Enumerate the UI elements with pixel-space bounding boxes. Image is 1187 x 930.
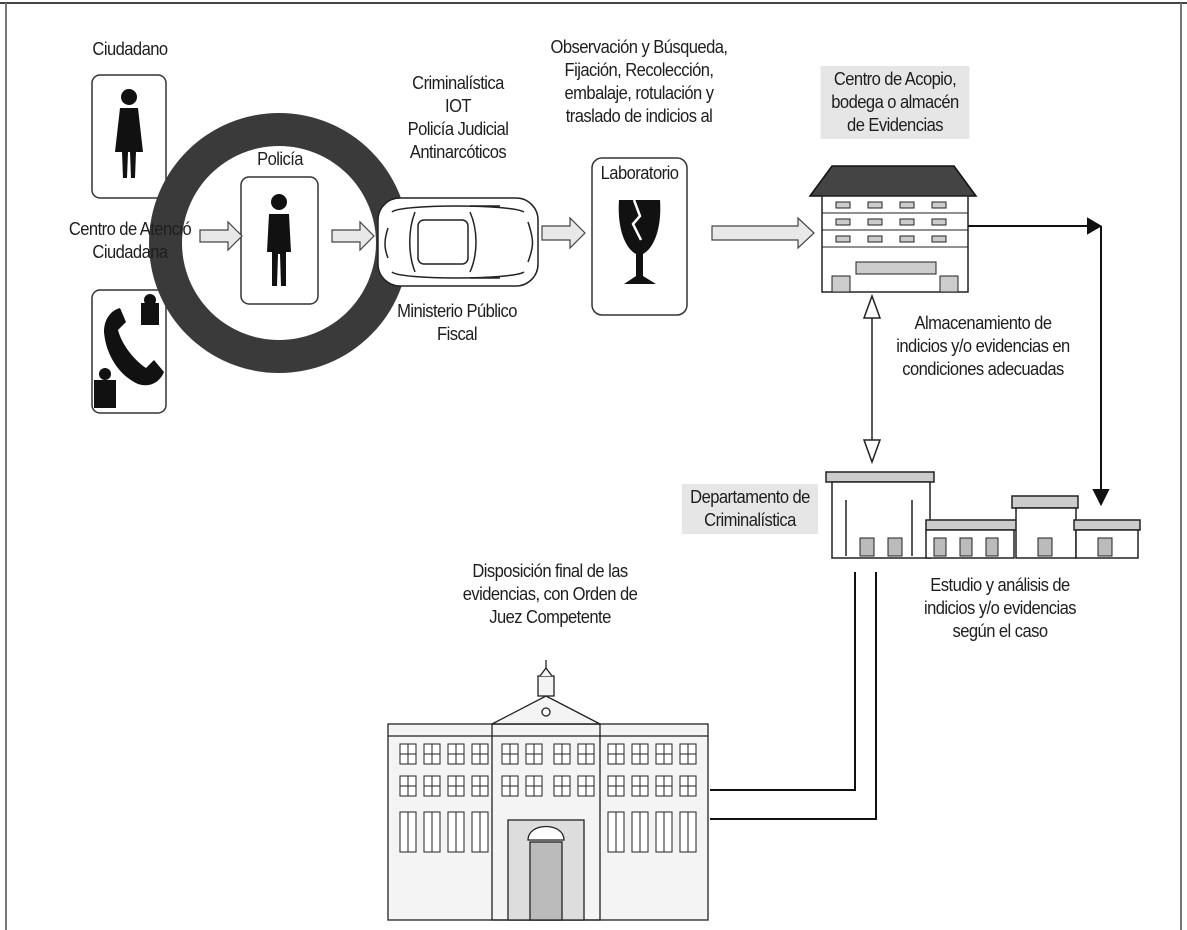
warehouse-building-icon bbox=[808, 165, 978, 293]
label-ciudadano: Ciudadano bbox=[92, 39, 168, 59]
police-officer-icon bbox=[149, 113, 409, 373]
flow-arrow-1 bbox=[199, 220, 243, 252]
label-almacenamiento: Almacenamiento de indicios y/o evidencia… bbox=[896, 313, 1070, 379]
connector-department-court bbox=[710, 572, 877, 820]
label-criminalistica-units: Criminalística IOT Policía Judicial Anti… bbox=[407, 73, 509, 162]
car-icon bbox=[377, 197, 539, 287]
label-laboratorio: Laboratorio bbox=[600, 163, 679, 183]
connector-warehouse-department bbox=[968, 217, 1110, 507]
courthouse-icon bbox=[387, 660, 709, 921]
flow-arrow-3 bbox=[541, 216, 586, 250]
telephone-icon bbox=[91, 289, 167, 414]
label-centro-atencion: Centro de Atenció Ciudadana bbox=[68, 219, 192, 262]
label-ministerio-publico: Ministerio Público Fiscal bbox=[397, 301, 517, 344]
label-policia: Policía bbox=[257, 149, 303, 169]
label-estudio: Estudio y análisis de indicios y/o evide… bbox=[923, 575, 1077, 641]
person-icon bbox=[91, 74, 167, 199]
flow-arrow-2 bbox=[331, 220, 375, 252]
label-departamento: Departamento de Criminalística bbox=[681, 484, 819, 534]
flow-arrow-4 bbox=[711, 216, 815, 250]
label-observacion: Observación y Búsqueda, Fijación, Recole… bbox=[550, 37, 728, 126]
label-centro-acopio: Centro de Acopio, bodega o almacén de Ev… bbox=[820, 66, 970, 139]
broken-glass-icon bbox=[591, 157, 688, 316]
department-building-icon bbox=[825, 471, 1141, 559]
bidirectional-arrow bbox=[862, 293, 882, 465]
label-disposicion: Disposición final de las evidencias, con… bbox=[462, 561, 638, 627]
